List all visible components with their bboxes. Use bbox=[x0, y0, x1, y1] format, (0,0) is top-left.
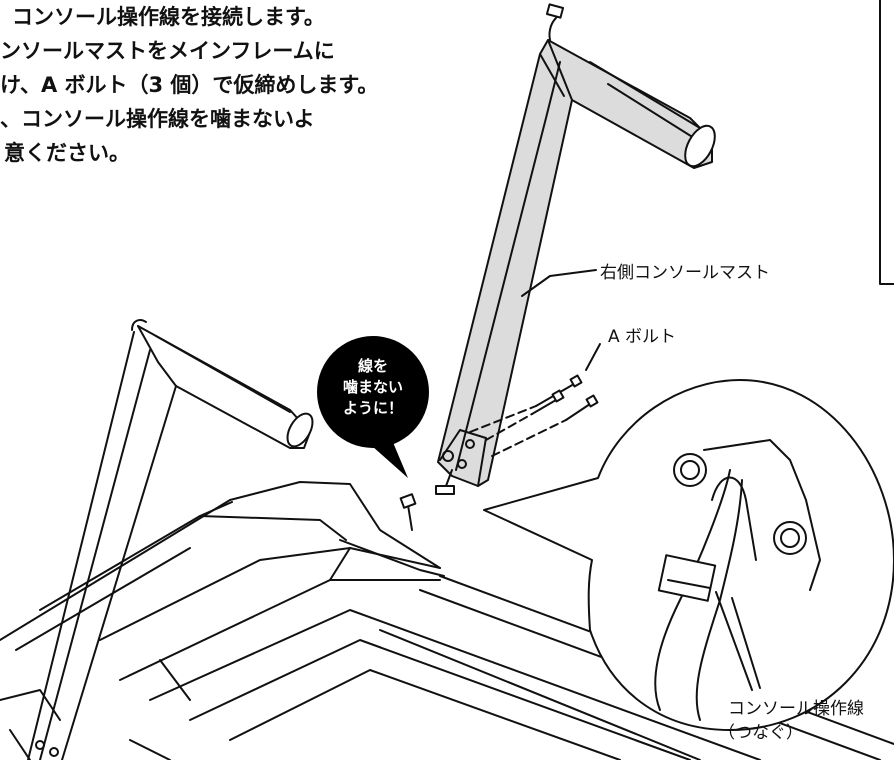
label-connect-note: （つなぐ） bbox=[718, 723, 803, 743]
instruction-line: け、A ボルト（3 個）で仮締めします。 bbox=[0, 73, 379, 97]
instruction-text: コンソール操作線を接続します。 ンソールマストをメインフレームに け、A ボルト… bbox=[0, 0, 420, 170]
warning-bubble-text: 線を 噛まない ように！ bbox=[318, 356, 428, 419]
info-box-frame bbox=[879, 0, 894, 285]
detail-callout bbox=[483, 379, 894, 731]
leader-wire-1 bbox=[715, 591, 753, 691]
bubble-line: 線を bbox=[357, 357, 388, 375]
a-bolts bbox=[469, 374, 599, 457]
left-console-mast bbox=[27, 319, 314, 761]
warning-bubble bbox=[317, 336, 429, 478]
leader-right-mast bbox=[521, 269, 597, 297]
right-console-mast bbox=[435, 3, 716, 495]
bubble-line: ように！ bbox=[342, 399, 403, 417]
leader-a-bolt bbox=[585, 343, 601, 371]
instruction-line: コンソール操作線を接続します。 bbox=[12, 5, 325, 29]
label-console-wire: コンソール操作線 bbox=[728, 699, 864, 719]
instruction-line: 、コンソール操作線を噛まないよ bbox=[0, 107, 315, 131]
bubble-line: 噛まない bbox=[342, 378, 403, 396]
leader-wire-2 bbox=[731, 597, 761, 689]
label-right-mast: 右側コンソールマスト bbox=[600, 263, 770, 283]
label-a-bolt: A ボルト bbox=[608, 327, 677, 347]
instruction-line: 意ください。 bbox=[4, 141, 130, 165]
instruction-line: ンソールマストをメインフレームに bbox=[0, 39, 335, 63]
